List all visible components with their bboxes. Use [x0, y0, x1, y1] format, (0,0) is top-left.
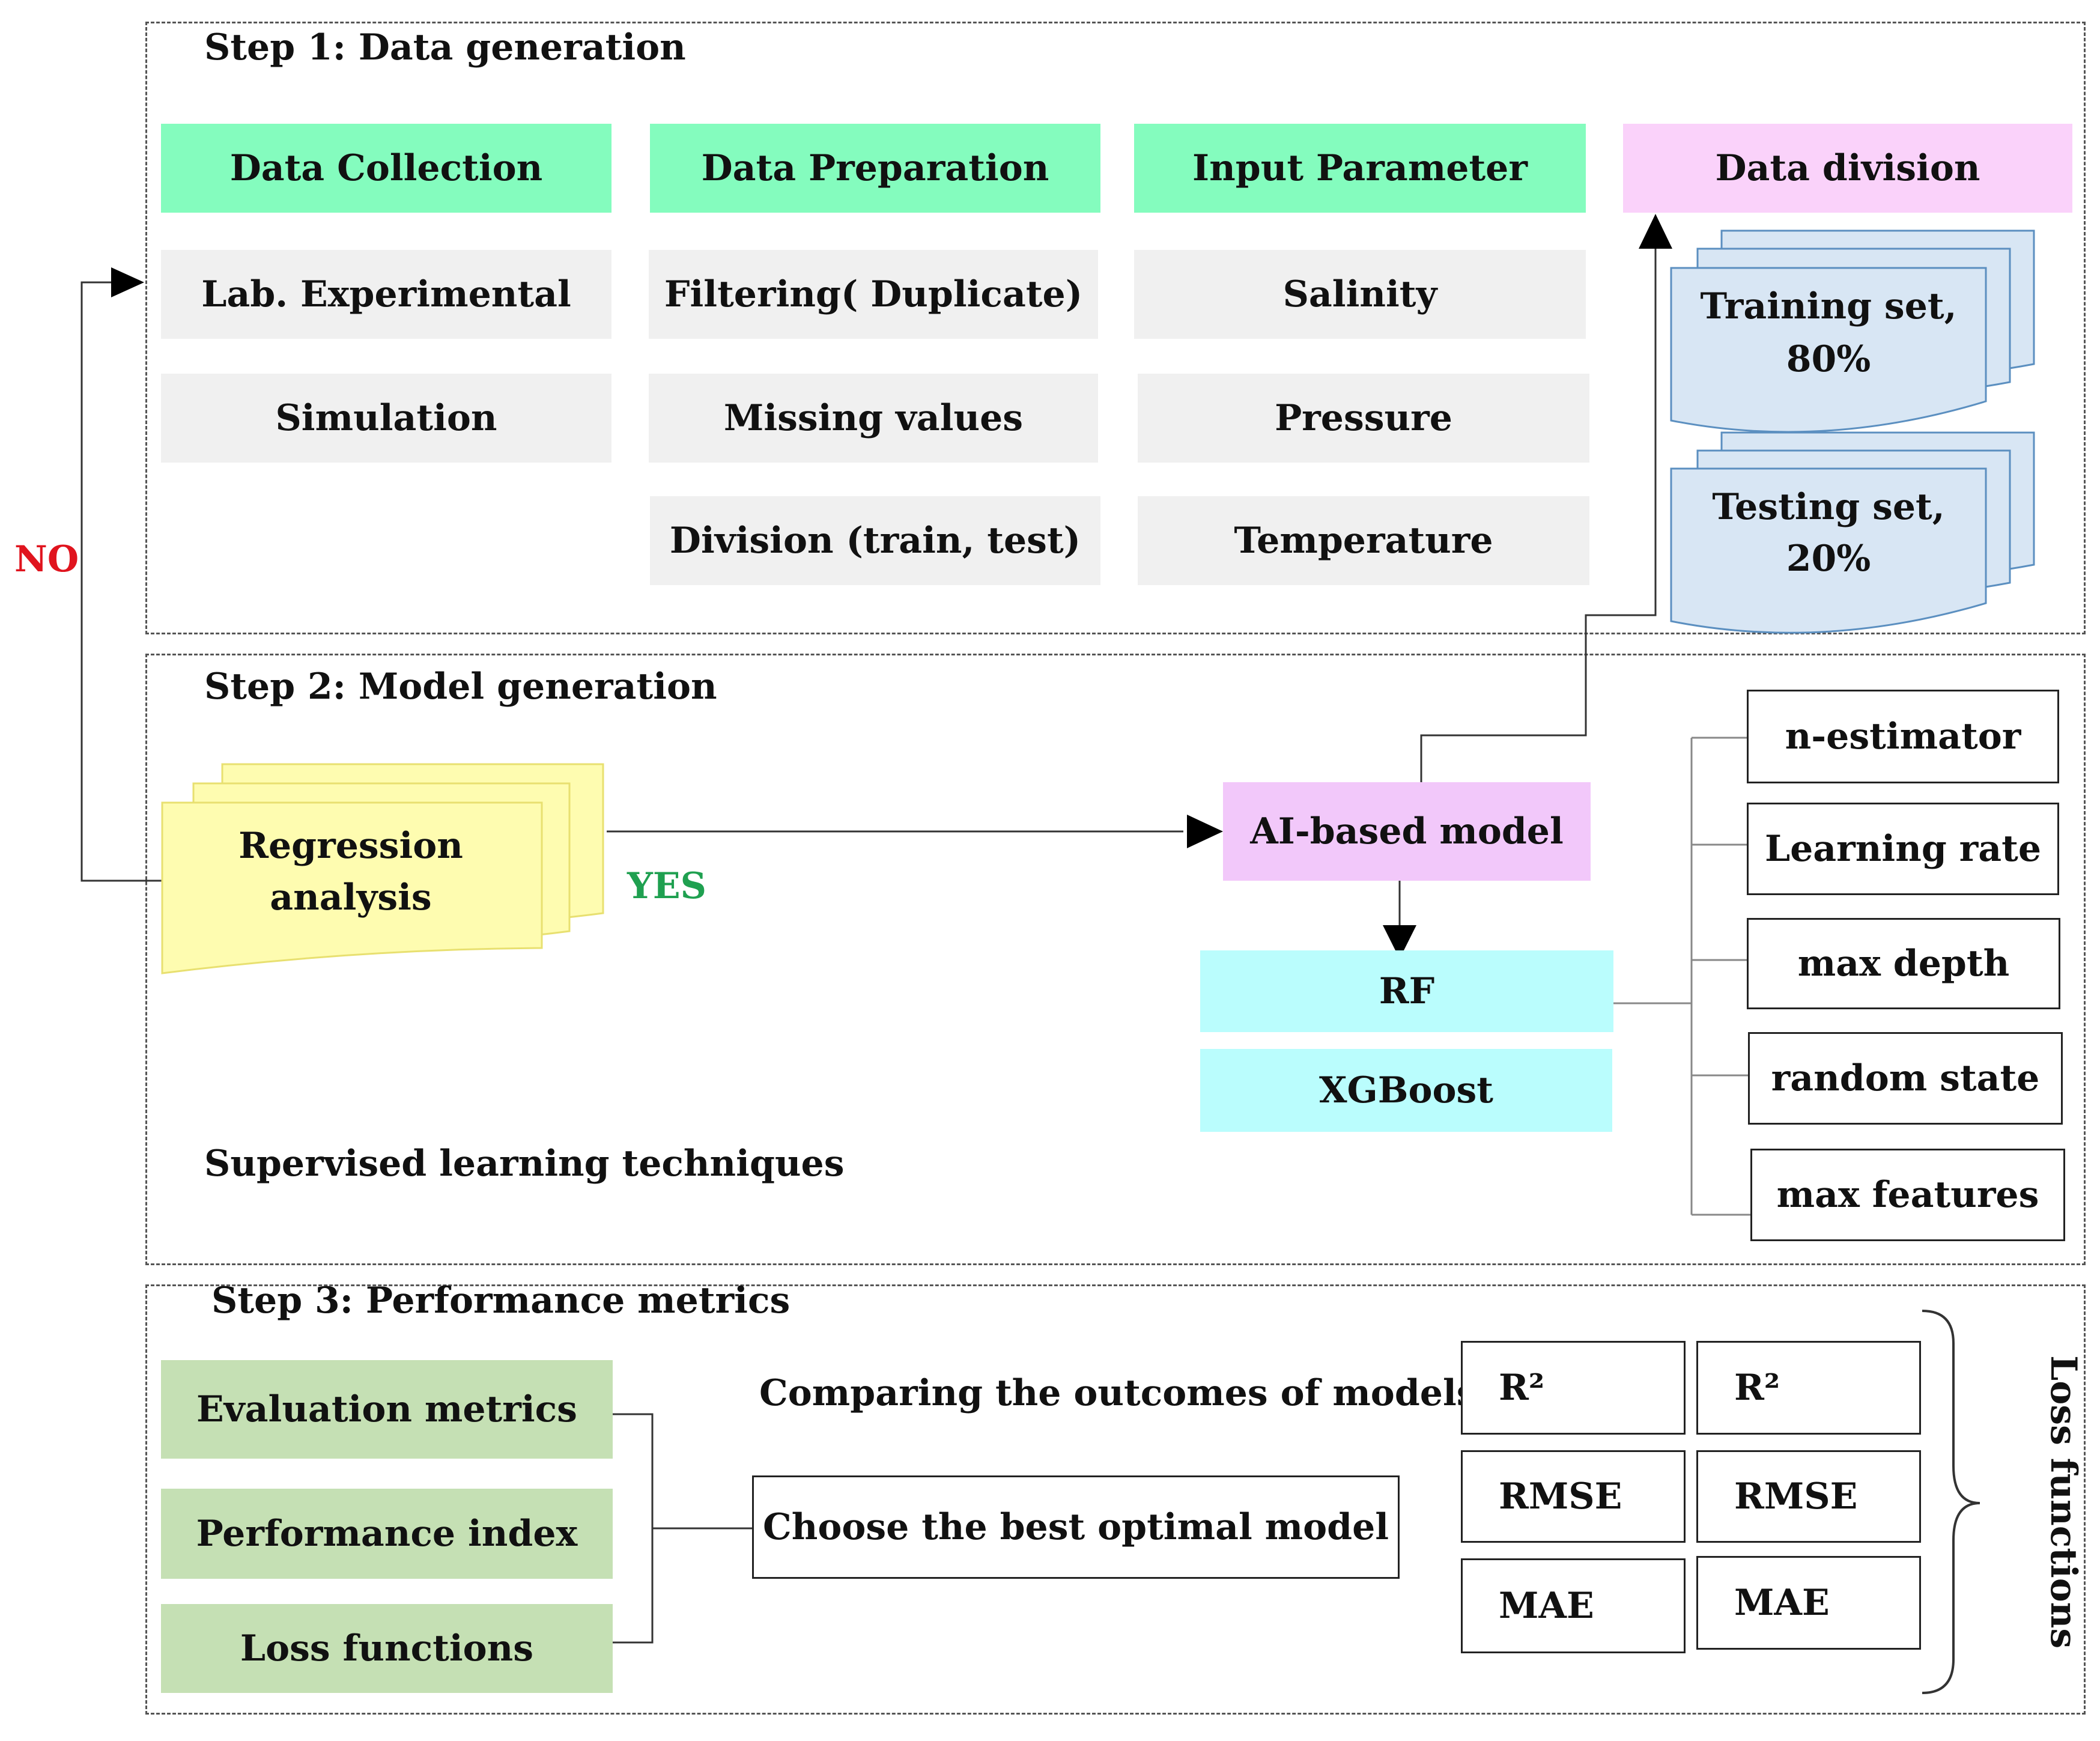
rf-arrowhead — [1383, 925, 1416, 959]
step1-section — [145, 22, 2086, 634]
header-input-parameter: Input Parameter — [1134, 124, 1586, 213]
metric-r2-col2: R² — [1696, 1341, 1921, 1435]
yes-label: YES — [627, 865, 706, 907]
training-set-document — [1670, 229, 2035, 433]
step2-title: Step 2: Model generation — [204, 666, 717, 708]
no-feedback-arrow — [80, 281, 162, 882]
hyperparam-max-features: max features — [1750, 1149, 2065, 1241]
regression-analysis-document — [161, 763, 604, 974]
hyperparam-learning-rate: Learning rate — [1747, 803, 2059, 895]
hyperparam-max-depth: max depth — [1747, 918, 2060, 1009]
brace-label-spacer — [2040, 1358, 2064, 1628]
metric-mae-col1: MAE — [1461, 1558, 1686, 1653]
yes-arrowhead — [1187, 815, 1223, 848]
hyperparam-n-estimator: n-estimator — [1747, 690, 2059, 783]
no-label: NO — [14, 538, 79, 580]
regression-line2: analysis — [270, 877, 431, 919]
item-lab-experimental: Lab. Experimental — [161, 250, 611, 339]
testing-set-line1: Testing set, — [1712, 486, 1944, 528]
item-pressure: Pressure — [1138, 374, 1589, 463]
regression-line1: Regression — [238, 825, 463, 867]
metric-rmse-col2: RMSE — [1696, 1450, 1921, 1543]
header-data-preparation: Data Preparation — [650, 124, 1100, 213]
comparing-outcomes-label: Comparing the outcomes of models — [759, 1372, 1477, 1414]
item-temperature: Temperature — [1138, 496, 1589, 585]
metric-r2-col1: R² — [1461, 1341, 1686, 1435]
step3-title: Step 3: Performance metrics — [211, 1280, 791, 1322]
metric-mae-col2: MAE — [1696, 1556, 1921, 1650]
metrics-bracket — [613, 1413, 654, 1644]
testing-set-line2: 20% — [1786, 538, 1871, 580]
division-arrowhead — [1639, 214, 1672, 249]
item-salinity: Salinity — [1134, 250, 1586, 339]
header-data-collection: Data Collection — [161, 124, 611, 213]
header-data-division: Data division — [1623, 124, 2072, 213]
evaluation-metrics-box: Evaluation metrics — [161, 1360, 613, 1459]
item-division-train-test: Division (train, test) — [650, 496, 1100, 585]
model-to-division-arrow — [1420, 246, 1657, 782]
item-simulation: Simulation — [161, 374, 611, 463]
item-missing-values: Missing values — [649, 374, 1098, 463]
step1-title: Step 1: Data generation — [204, 26, 686, 68]
choose-best-model-box: Choose the best optimal model — [752, 1475, 1400, 1579]
training-set-line2: 80% — [1786, 338, 1871, 380]
performance-index-box: Performance index — [161, 1489, 613, 1579]
loss-functions-brace — [1922, 1310, 1980, 1694]
ai-based-model-box: AI-based model — [1223, 782, 1591, 881]
hyperparam-random-state: random state — [1748, 1032, 2063, 1125]
model-rf: RF — [1200, 950, 1613, 1032]
step3-section — [145, 1284, 2086, 1715]
model-xgboost: XGBoost — [1200, 1049, 1612, 1132]
step2-section — [145, 654, 2086, 1265]
loss-functions-box: Loss functions — [161, 1604, 613, 1693]
supervised-learning-label: Supervised learning techniques — [204, 1143, 845, 1185]
training-set-line1: Training set, — [1700, 285, 1956, 327]
item-filtering-duplicate: Filtering( Duplicate) — [649, 250, 1098, 339]
no-arrowhead — [111, 267, 144, 297]
metric-rmse-col1: RMSE — [1461, 1450, 1686, 1543]
testing-set-document — [1670, 431, 2035, 634]
